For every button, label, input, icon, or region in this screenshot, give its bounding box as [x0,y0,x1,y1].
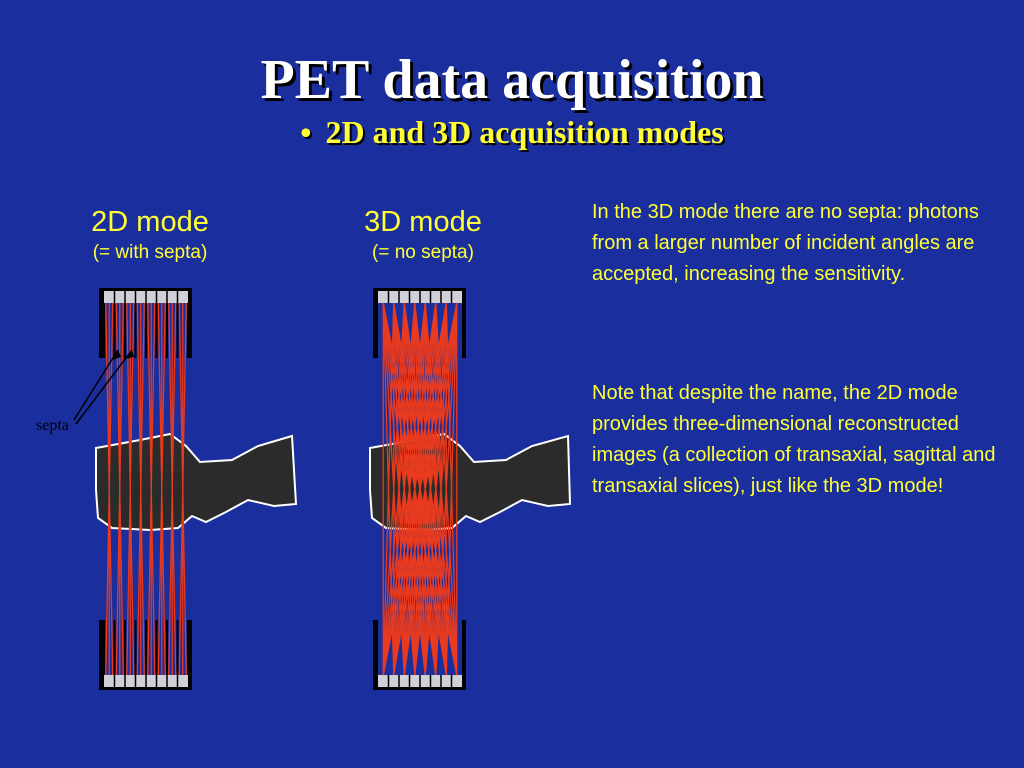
scanner-3d [369,288,572,690]
ray-line [115,302,124,676]
scanner-2d: septa [36,288,298,690]
ray-line [382,302,447,676]
subtitle-text: 2D and 3D acquisition modes [325,114,724,150]
mode-3d-label: 3D mode (= no septa) [338,205,508,265]
slide-title: PET data acquisition [260,49,764,111]
arrow-head-icon [125,350,134,359]
ray-line [445,302,458,676]
note-2d-mode: Note that despite the name, the 2D mode … [592,382,996,497]
mode-2d-label: 2D mode (= with septa) [65,205,235,265]
lines-of-response-3d [382,302,458,676]
arrow-head-icon [112,350,121,360]
ray-line [168,302,177,676]
ray-line [393,302,458,676]
ray-line [382,302,395,676]
ray-line [414,302,458,676]
ray-line [105,302,114,676]
ray-line [382,302,405,676]
patient-body-2d [95,432,298,532]
mode-3d-note: (= no septa) [372,242,474,263]
ray-line [382,302,458,676]
ray-line [136,302,145,676]
septa-plates [103,303,189,675]
pet-acquisition-diagram: septa [36,288,572,690]
septa-pointer-line [75,349,133,425]
ray-line [382,302,416,676]
subtitle-bullet-item: • 2D and 3D acquisition modes [0,112,1024,152]
explanation-3d-mode: In the 3D mode there are no septa: photo… [592,201,979,285]
septa-pointer-line [73,349,119,421]
septa-label: septa [36,417,69,434]
mode-2d-note: (= with septa) [92,242,208,263]
ray-line [147,302,156,676]
ray-line [157,302,166,676]
mode-3d-name: 3D mode [364,206,482,238]
ray-line [403,302,458,676]
ray-line [382,302,437,676]
ray-line [178,302,187,676]
ray-line [424,302,458,676]
mode-2d-name: 2D mode [91,206,209,238]
ray-line [126,302,135,676]
ray-line [435,302,458,676]
bullet-marker: • [300,114,312,150]
ray-line [382,302,426,676]
